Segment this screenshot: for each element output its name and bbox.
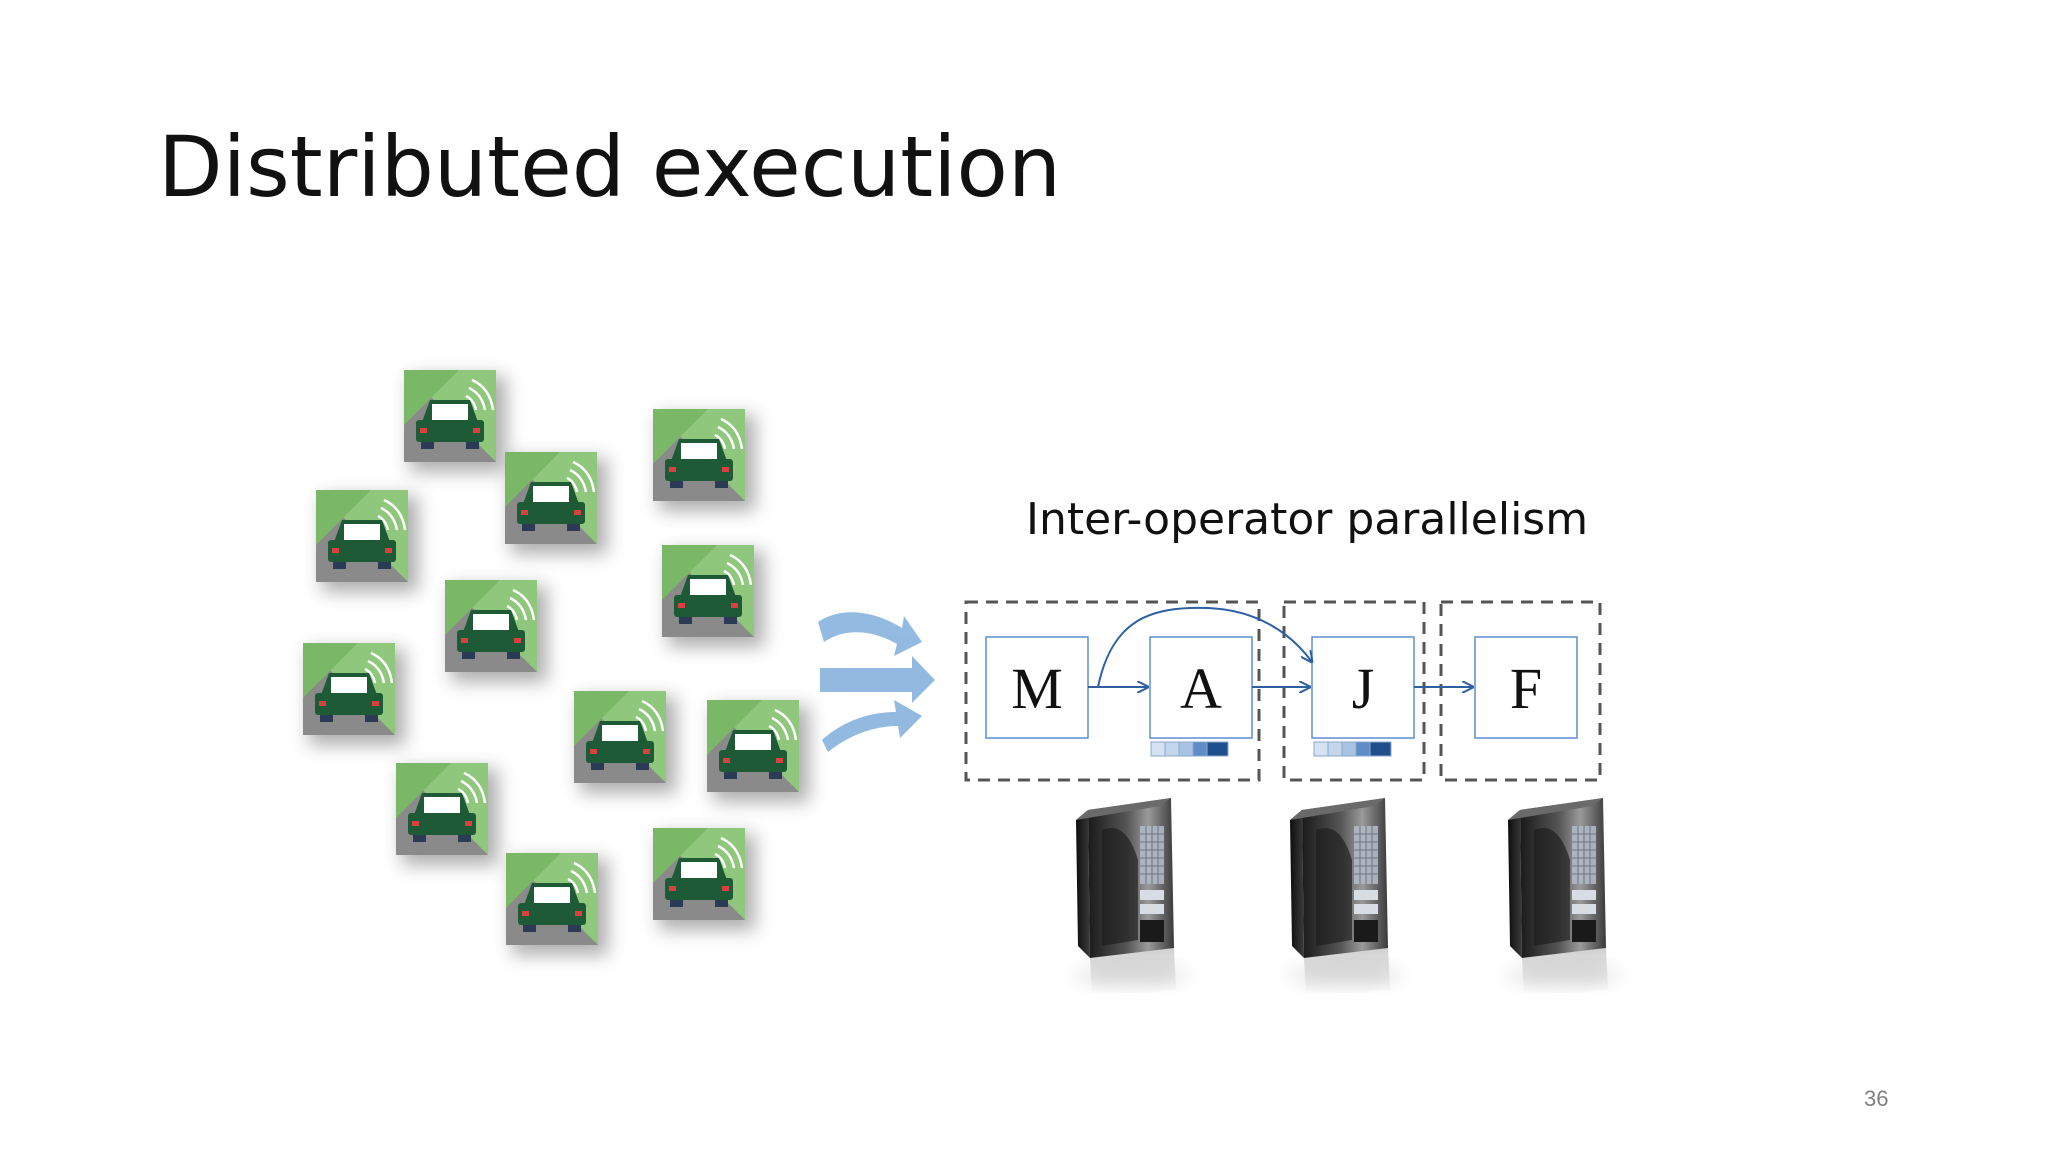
edges xyxy=(1088,608,1473,687)
connected-car-icon xyxy=(396,763,498,865)
connected-car-icon xyxy=(662,545,764,647)
server-tower-icon xyxy=(1073,798,1189,995)
flow-arrow-icon xyxy=(820,656,935,703)
queue-j xyxy=(1314,742,1391,756)
flow-arrow-icon xyxy=(818,612,922,656)
connected-car-icon xyxy=(404,370,506,472)
connected-car-icon xyxy=(445,580,547,682)
connected-car-icon xyxy=(316,490,418,592)
queue-a xyxy=(1151,742,1228,756)
flow-arrow-icon xyxy=(822,700,922,752)
connected-car-icon xyxy=(506,853,608,955)
server-tower-icon xyxy=(1287,798,1403,995)
flow-arrows xyxy=(818,612,935,752)
connected-car-icon xyxy=(653,828,755,930)
operator-label-a: A xyxy=(1180,656,1222,721)
diagram-subtitle: Inter-operator parallelism xyxy=(1026,494,1588,545)
operator-label-m: M xyxy=(1011,656,1063,721)
server-tower-icon xyxy=(1505,798,1621,995)
operator-label-f: F xyxy=(1510,656,1542,721)
connected-car-icon xyxy=(303,643,405,745)
connected-car-icon xyxy=(574,691,676,793)
operator-label-j: J xyxy=(1352,656,1375,721)
car-sources xyxy=(303,370,809,955)
connected-car-icon xyxy=(653,409,755,511)
servers xyxy=(1073,798,1621,995)
connected-car-icon xyxy=(505,452,607,554)
connected-car-icon xyxy=(707,700,809,802)
page-number: 36 xyxy=(1864,1086,1888,1112)
